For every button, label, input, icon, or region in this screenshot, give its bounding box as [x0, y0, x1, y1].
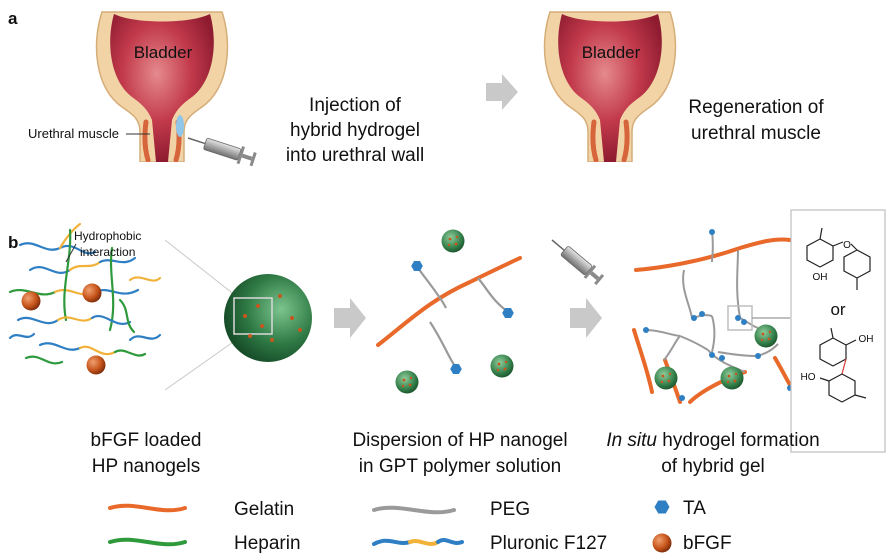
hydrophobic-label-line1: Hydrophobic [74, 229, 141, 243]
caption-dispersion-line1: Dispersion of HP nanogel [352, 430, 567, 451]
bfgf-particle [82, 283, 102, 303]
process-arrow-b2 [570, 298, 602, 338]
bfgf-particle [21, 291, 41, 311]
hybrid-gel-scene [632, 229, 802, 404]
structure-o-label: O [843, 240, 851, 251]
structure-or-label: or [830, 300, 845, 319]
zoom-line [164, 239, 237, 297]
ta-hexagon [450, 363, 462, 375]
regeneration-text-line2: urethral muscle [691, 123, 821, 144]
small-nanogel [490, 354, 514, 378]
syringe-icon [187, 137, 257, 167]
structure-oh-label: OH [813, 272, 828, 283]
injection-text-line3: into urethral wall [286, 145, 424, 166]
syringe-icon-b [551, 239, 605, 286]
hp-nanogel-sphere [224, 274, 312, 362]
caption-formation-line2: of hybrid gel [661, 456, 765, 477]
legend-ta-hexagon-icon [654, 500, 670, 514]
bladder-illustration-right: Bladder [545, 12, 676, 162]
legend-heparin-label: Heparin [234, 533, 301, 554]
ta-hexagon [411, 260, 423, 272]
regeneration-text-line1: Regeneration of [688, 97, 824, 118]
bladder-illustration-left: Bladder [97, 12, 228, 162]
regeneration-text: Regeneration of urethral muscle [688, 97, 824, 144]
hydrophobic-pointer [65, 243, 77, 263]
caption-nanogels-line1: bFGF loaded [91, 430, 202, 451]
small-nanogel [654, 366, 678, 390]
bfgf-particle [86, 355, 106, 375]
zoom-line [164, 339, 237, 391]
legend-pluronic-label: Pluronic F127 [490, 533, 607, 554]
dispersion-scene [376, 229, 522, 394]
bladder-label-right: Bladder [582, 43, 641, 62]
small-nanogel [720, 366, 744, 390]
panel-b: b Hydrophobic [8, 209, 886, 477]
panel-a-letter: a [8, 9, 18, 28]
zoom-box [233, 297, 273, 335]
small-nanogel [754, 324, 778, 348]
legend-peg-swatch [372, 505, 456, 515]
gelatin-chain [376, 256, 522, 347]
bladder-label-left: Bladder [134, 43, 193, 62]
structure-oh-label: OH [859, 334, 874, 345]
caption-nanogels-line2: HP nanogels [92, 456, 200, 477]
injection-text-line2: hybrid hydrogel [290, 120, 420, 141]
urethral-muscle-label: Urethral muscle [28, 126, 119, 141]
crosslink-structure-box: OH O or OH HO [790, 209, 886, 453]
process-arrow-b1 [334, 298, 366, 338]
small-nanogel [441, 229, 465, 253]
legend: Gelatin Heparin PEG Pluronic F127 TA bFG… [108, 498, 732, 554]
caption-dispersion-line2: in GPT polymer solution [359, 456, 561, 477]
legend-pluronic-swatch [436, 538, 464, 545]
injection-text: Injection of hybrid hydrogel into urethr… [286, 95, 424, 166]
process-arrow-a [486, 74, 518, 110]
legend-heparin-swatch [108, 537, 187, 547]
legend-gelatin-swatch [108, 503, 187, 513]
hydrophobic-label-line2: interaction [80, 245, 135, 259]
legend-ta-label: TA [683, 498, 706, 519]
legend-bfgf-label: bFGF [683, 533, 732, 554]
legend-bfgf-ball-icon [652, 533, 672, 553]
small-nanogel [395, 370, 419, 394]
injected-gel-deposit [176, 115, 184, 137]
panel-b-letter: b [8, 233, 18, 252]
injection-text-line1: Injection of [309, 95, 402, 116]
legend-gelatin-label: Gelatin [234, 499, 294, 520]
panel-a: a Bladder Urethral muscle Injection of h… [8, 9, 824, 167]
legend-peg-label: PEG [490, 499, 530, 520]
caption-formation-line1: In situ hydrogel formation [606, 430, 819, 451]
structure-ho-label: HO [801, 372, 816, 383]
